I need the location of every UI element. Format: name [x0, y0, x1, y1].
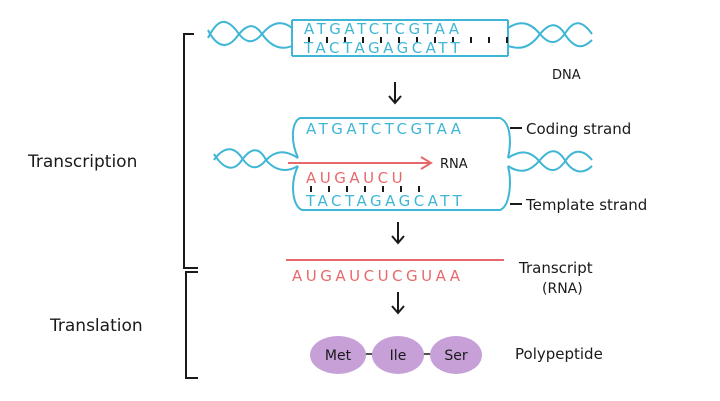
coding-strand-sequence: ATGATCTCGTAA: [306, 120, 465, 138]
template-strand-sequence: TACTAGAGCATT: [305, 192, 465, 210]
amino-acid-label-met: Met: [325, 348, 352, 364]
dna-label: DNA: [552, 68, 581, 83]
transcript-label: Transcript: [518, 259, 593, 277]
transcription-label: Transcription: [27, 152, 137, 172]
down-arrow-1: [388, 82, 402, 105]
rna-label: RNA: [440, 157, 468, 172]
dna-double-helix: ATGATCTCGTAA TACTAGAGCATT: [207, 19, 593, 57]
dna-bottom-sequence: TACTAGAGCATT: [303, 39, 463, 57]
polypeptide-chain: Met Ile Ser: [310, 336, 482, 374]
transcript-sublabel: (RNA): [542, 281, 583, 297]
transcription-bracket: [183, 33, 198, 269]
amino-acid-ile: [372, 336, 424, 374]
down-arrow-3: [391, 292, 405, 315]
template-strand-label: Template strand: [525, 196, 647, 214]
amino-acid-label-ser: Ser: [444, 348, 468, 364]
amino-acid-label-ile: Ile: [390, 348, 407, 364]
amino-acid-ser: [430, 336, 482, 374]
dna-top-sequence: ATGATCTCGTAA: [304, 20, 463, 38]
rna-template-pair-ticks: [310, 186, 420, 192]
down-arrow-2: [391, 222, 405, 245]
dna-base-pair-ticks: [308, 37, 508, 43]
transcript-sequence: AUGAUCUCGUAA: [292, 267, 464, 285]
translation-bracket: [185, 271, 198, 379]
polypeptide-label: Polypeptide: [515, 345, 603, 363]
transcription-bubble: ATGATCTCGTAA RNA AUGAUCU TACTAGAGCATT: [213, 117, 593, 211]
coding-strand-label: Coding strand: [526, 120, 631, 138]
rna-partial-sequence: AUGAUCU: [306, 169, 406, 187]
amino-acid-met: [310, 336, 366, 374]
translation-label: Translation: [49, 316, 143, 336]
